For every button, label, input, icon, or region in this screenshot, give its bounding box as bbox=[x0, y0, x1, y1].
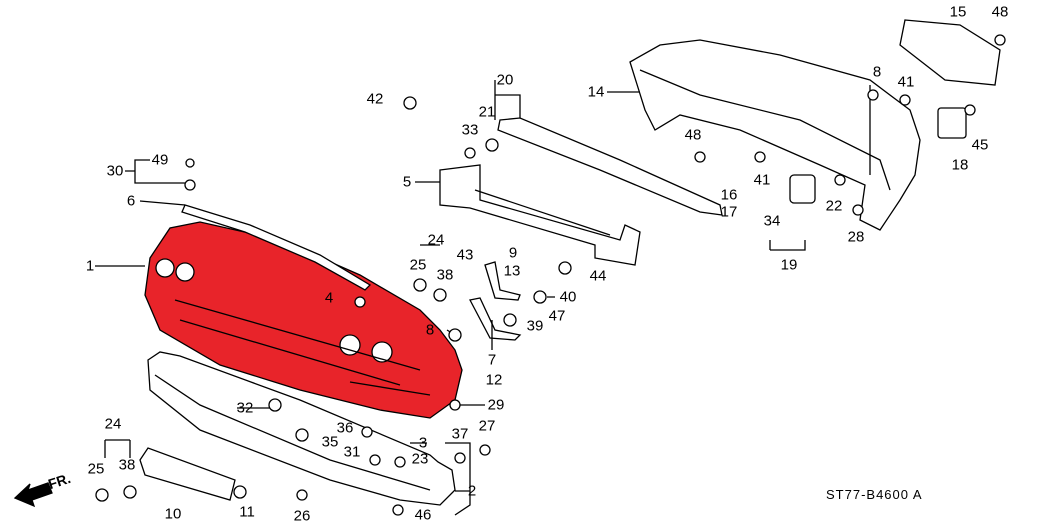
callout-37: 37 bbox=[451, 425, 469, 443]
callout-26: 26 bbox=[293, 507, 311, 525]
callout-27: 27 bbox=[478, 417, 496, 435]
callout-38b: 38 bbox=[118, 456, 136, 474]
callout-11: 11 bbox=[239, 503, 255, 521]
callout-32: 32 bbox=[236, 399, 254, 417]
callout-28: 28 bbox=[847, 228, 865, 246]
callout-12: 12 bbox=[485, 371, 503, 389]
callout-10: 10 bbox=[164, 505, 182, 523]
callout-49: 49 bbox=[151, 151, 169, 169]
callout-18: 18 bbox=[951, 156, 969, 174]
callout-22: 22 bbox=[825, 197, 843, 215]
callout-16: 16 bbox=[720, 186, 738, 204]
callout-8: 8 bbox=[872, 63, 882, 81]
callout-36: 36 bbox=[336, 419, 354, 437]
callout-40: 40 bbox=[559, 288, 577, 306]
license-bracket bbox=[139, 447, 236, 501]
callout-24: 24 bbox=[427, 231, 445, 249]
callout-46: 46 bbox=[414, 506, 432, 524]
callout-14: 14 bbox=[587, 83, 605, 101]
diagram-code: ST77-B4600 A bbox=[826, 487, 923, 502]
callout-48: 48 bbox=[991, 3, 1009, 21]
callout-29: 29 bbox=[487, 396, 505, 414]
callout-25b: 25 bbox=[87, 460, 105, 478]
upper-strip bbox=[181, 204, 372, 291]
callout-1: 1 bbox=[85, 257, 95, 275]
callout-38: 38 bbox=[436, 266, 454, 284]
rear-light bbox=[899, 19, 1001, 86]
callout-47: 47 bbox=[548, 307, 566, 325]
upper-rail bbox=[497, 117, 723, 216]
callout-39: 39 bbox=[526, 317, 544, 335]
callout-19: 19 bbox=[780, 256, 798, 274]
callout-48b: 48 bbox=[684, 126, 702, 144]
front-direction-arrow bbox=[13, 482, 53, 508]
callout-21: 21 bbox=[478, 103, 496, 121]
callout-8b: 8 bbox=[425, 321, 435, 339]
callout-4: 4 bbox=[324, 289, 334, 307]
callout-3: 3 bbox=[418, 434, 428, 452]
callout-15: 15 bbox=[949, 3, 967, 21]
callout-2: 2 bbox=[467, 482, 477, 500]
rear-bumper-cover bbox=[629, 39, 921, 231]
callout-24b: 24 bbox=[104, 415, 122, 433]
callout-20: 20 bbox=[496, 71, 514, 89]
callout-9: 9 bbox=[508, 244, 518, 262]
callout-6: 6 bbox=[126, 192, 136, 210]
callout-34: 34 bbox=[763, 212, 781, 230]
callout-5: 5 bbox=[402, 173, 412, 191]
callout-25: 25 bbox=[409, 256, 427, 274]
callout-43: 43 bbox=[456, 246, 474, 264]
callout-31: 31 bbox=[343, 443, 361, 461]
callout-44: 44 bbox=[589, 267, 607, 285]
callout-33: 33 bbox=[461, 121, 479, 139]
callout-35: 35 bbox=[321, 433, 339, 451]
callout-42: 42 bbox=[366, 90, 384, 108]
callout-30: 30 bbox=[106, 162, 124, 180]
callout-41: 41 bbox=[897, 73, 915, 91]
callout-7: 7 bbox=[487, 351, 497, 369]
callout-45: 45 bbox=[971, 136, 989, 154]
callout-13: 13 bbox=[503, 262, 521, 280]
reinforcement-beam bbox=[439, 164, 641, 266]
callout-41b: 41 bbox=[753, 171, 771, 189]
callout-17: 17 bbox=[720, 203, 738, 221]
callout-23: 23 bbox=[411, 450, 429, 468]
